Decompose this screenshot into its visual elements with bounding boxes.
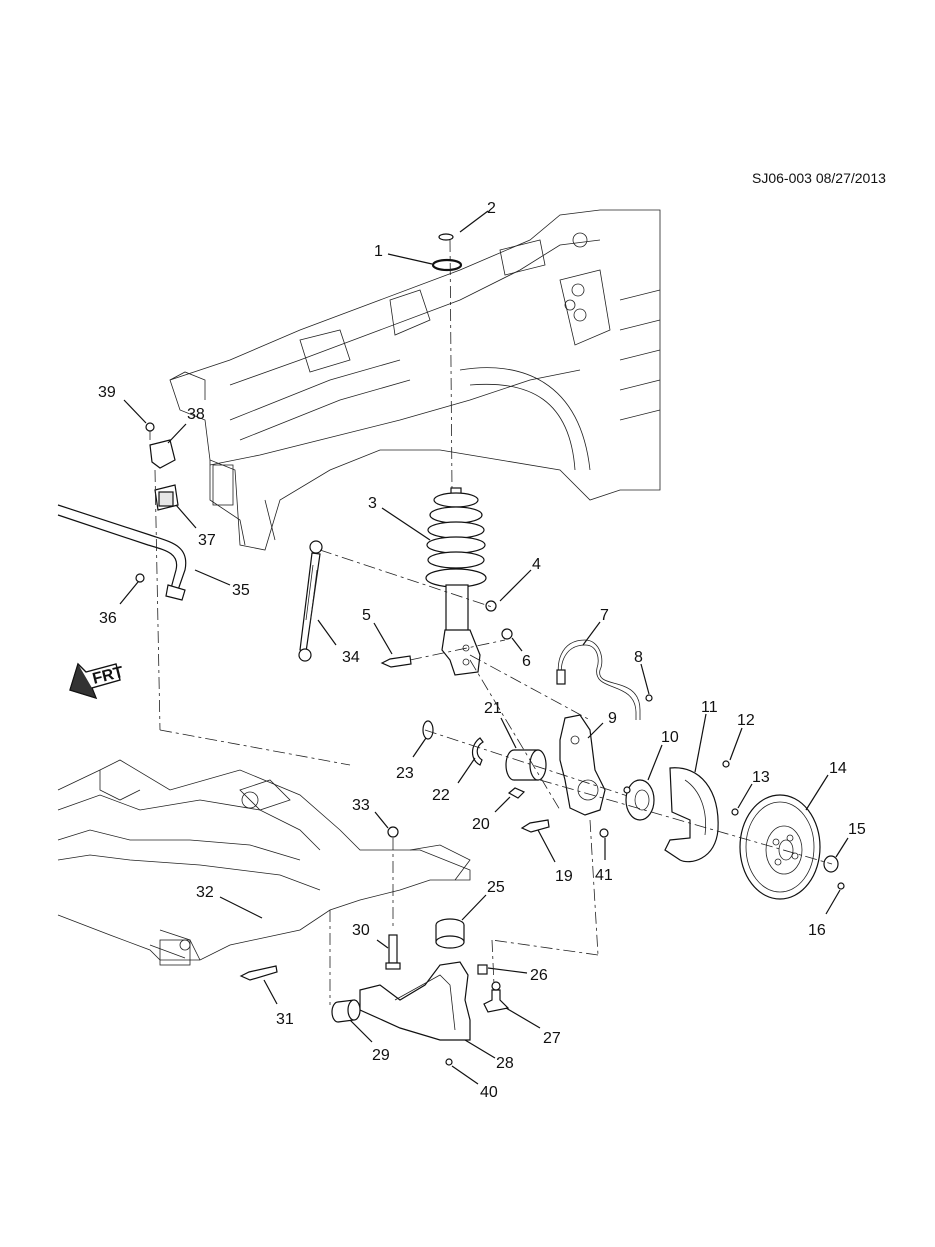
callout-13: 13 (752, 769, 770, 786)
link-axis-line (319, 549, 496, 609)
stabilizer-bushing (154, 484, 179, 511)
callout-27: 27 (543, 1030, 561, 1047)
callout-34: 34 (342, 649, 360, 666)
callout-36: 36 (99, 610, 117, 627)
callout-26: 26 (530, 967, 548, 984)
subframe-axis-line (159, 729, 351, 766)
callout-35: 35 (232, 582, 250, 599)
callout-29: 29 (372, 1047, 390, 1064)
callout-31: 31 (276, 1011, 294, 1028)
hub-bolt (731, 808, 739, 816)
callout-8: 8 (634, 649, 643, 666)
strut-lower-nut (501, 628, 513, 640)
callout-9: 9 (608, 710, 617, 727)
control-arm-bolt (445, 1058, 453, 1066)
knuckle-nut (599, 828, 609, 838)
callout-41: 41 (595, 867, 613, 884)
callout-39: 39 (98, 384, 116, 401)
shield-bolt (722, 760, 730, 768)
front-direction-label: FRT (91, 664, 126, 688)
diagram-reference-code: SJ06-003 08/27/2013 (752, 170, 886, 186)
strut-lower-nut-upper (485, 600, 497, 612)
ball-joint-guide-line (589, 819, 599, 956)
callout-22: 22 (432, 787, 450, 804)
callout-7: 7 (600, 607, 609, 624)
callout-20: 20 (472, 816, 490, 833)
sensor-bolt (645, 694, 653, 702)
wheel-hub (623, 779, 655, 821)
callout-15: 15 (848, 821, 866, 838)
callout-28: 28 (496, 1055, 514, 1072)
callout-11: 11 (701, 699, 718, 716)
callout-21: 21 (484, 700, 502, 717)
ball-joint-guide-line-3 (491, 939, 495, 986)
splash-shield (664, 767, 719, 863)
knuckle-bolt (507, 787, 526, 799)
bearing-snap-ring (471, 737, 484, 766)
callout-25: 25 (487, 879, 505, 896)
stabilizer-bar (57, 504, 187, 601)
strut-mount-nut (438, 233, 454, 241)
callout-4: 4 (532, 556, 541, 573)
control-arm-rear-bushing (435, 918, 465, 949)
body-front-structure (169, 209, 661, 551)
callout-38: 38 (187, 406, 205, 423)
bearing-retainer-ring (422, 720, 434, 740)
knuckle-pinch-bolt (520, 819, 550, 833)
hub-axis-line (424, 729, 641, 801)
wheel-bearing (505, 749, 547, 781)
callout-12: 12 (737, 712, 755, 729)
ball-joint-guide-line-2 (491, 939, 599, 956)
callout-37: 37 (198, 532, 216, 549)
callout-23: 23 (396, 765, 414, 782)
strut-mount-bearing (431, 258, 463, 272)
brake-rotor (739, 794, 821, 900)
callout-10: 10 (661, 729, 679, 746)
callout-1: 1 (374, 243, 383, 260)
rotor-retaining-screw (837, 882, 845, 890)
strut-assembly (425, 487, 487, 676)
wheel-speed-sensor (556, 639, 641, 720)
callout-2: 2 (487, 200, 496, 217)
callout-labels: 2 1 3 4 5 6 7 8 9 10 11 12 13 14 15 16 1 (98, 200, 866, 1101)
strut-axis-line (449, 239, 453, 491)
callout-30: 30 (352, 922, 370, 939)
strut-bolt-axis-line (409, 639, 506, 661)
front-subframe (57, 759, 471, 966)
subframe-rear-bolt (239, 965, 278, 981)
strut-to-knuckle-bolt (380, 655, 412, 668)
ball-joint (483, 981, 510, 1013)
callout-3: 3 (368, 495, 377, 512)
stabilizer-clamp-bolt (145, 422, 155, 440)
stabilizer-link-nut (135, 573, 145, 583)
callout-14: 14 (829, 760, 847, 777)
ball-joint-nut (477, 964, 488, 975)
callout-5: 5 (362, 607, 371, 624)
callout-6: 6 (522, 653, 531, 670)
callout-40: 40 (480, 1084, 498, 1101)
callout-33: 33 (352, 797, 370, 814)
stabilizer-link (298, 540, 323, 662)
subframe-nut (387, 826, 399, 838)
lower-control-arm (359, 961, 471, 1041)
callout-32: 32 (196, 884, 214, 901)
stabilizer-axis-line (154, 469, 161, 731)
callout-19: 19 (555, 868, 573, 885)
control-arm-front-bushing (331, 999, 361, 1023)
stabilizer-bushing-clamp (149, 439, 176, 469)
knuckle-guide-line-2 (469, 659, 561, 811)
arrow-down-left-icon (69, 662, 121, 700)
subframe-bolt (385, 934, 401, 970)
rotor-axis-line (539, 779, 833, 865)
steering-knuckle (559, 714, 606, 816)
callout-16: 16 (808, 922, 826, 939)
